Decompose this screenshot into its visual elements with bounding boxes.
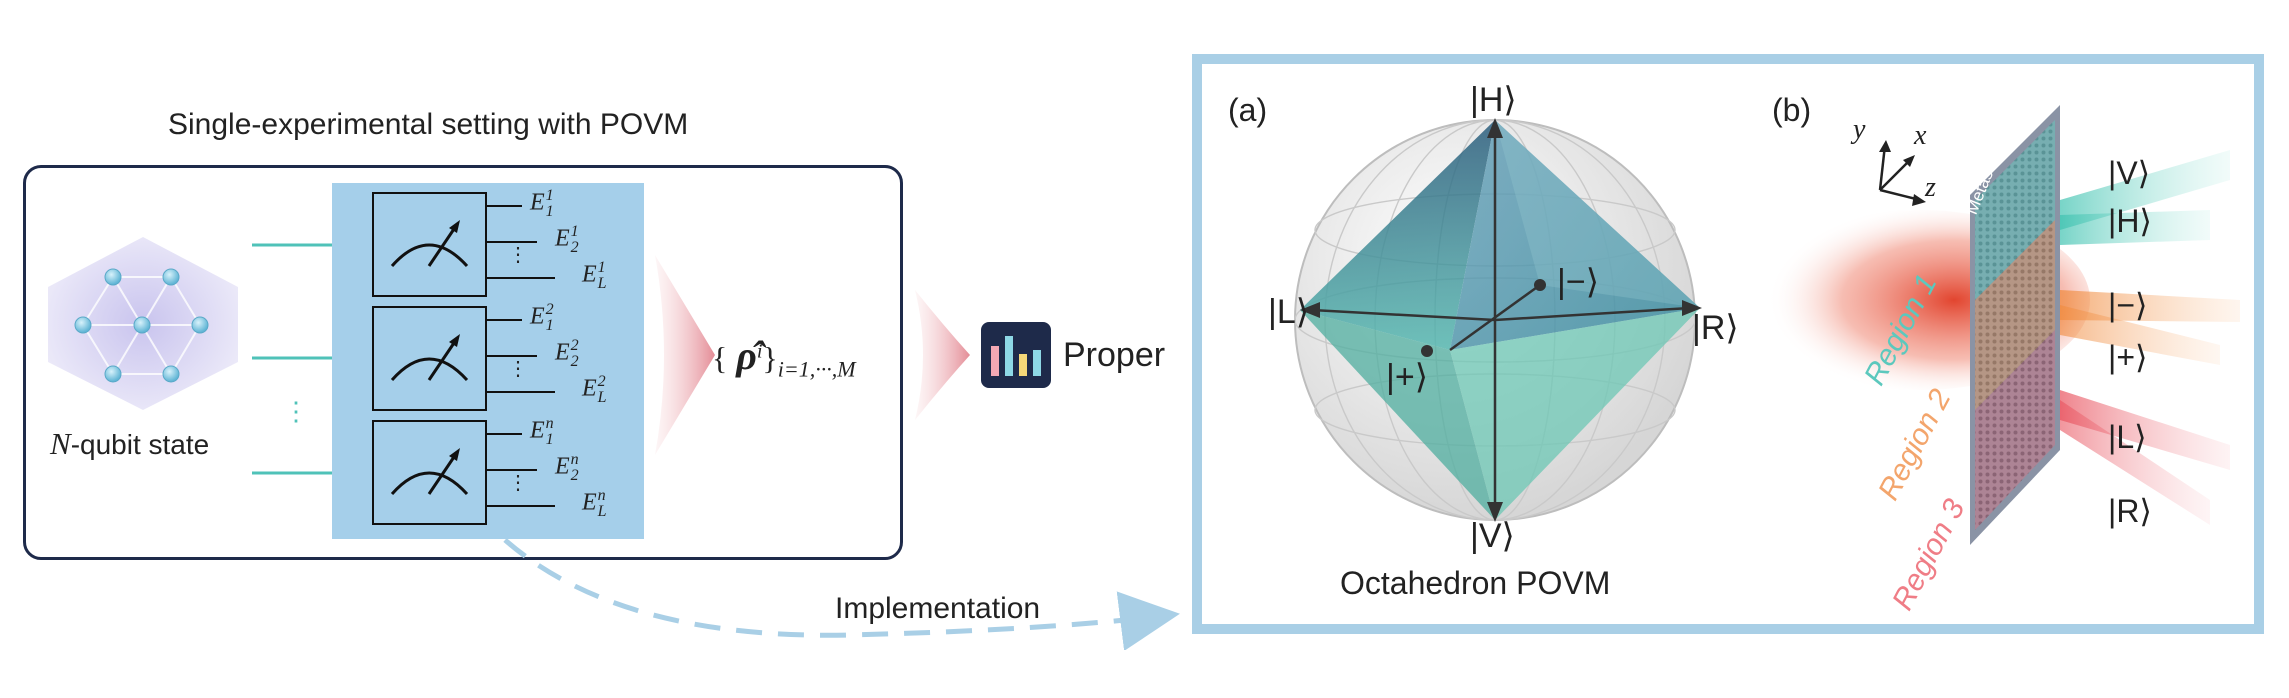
beam-plus: [2060, 305, 2220, 365]
meter-vdots: ⋮: [508, 472, 528, 494]
bar-chart-app-icon: [981, 322, 1051, 388]
arrowhead-r: [1682, 300, 1702, 316]
out-ket-v: |V⟩: [2108, 155, 2151, 191]
ket-minus: |−⟩: [1557, 263, 1599, 301]
right-panel-frame: [1192, 54, 2264, 634]
octahedron-face-1: [1300, 120, 1495, 350]
meter-gauge-icon: [390, 448, 469, 496]
meter-output-lines: [487, 433, 555, 507]
arrowhead-v: [1487, 502, 1503, 522]
axis-y-label: y: [1853, 114, 1866, 145]
experiment-box: [23, 165, 903, 560]
out-ket-r: |R⟩: [2108, 493, 2152, 529]
ket-l: |L⟩: [1268, 293, 1310, 331]
arrowhead-h: [1487, 118, 1503, 138]
panel-b-label: (b): [1772, 92, 1812, 128]
meter-output-lines: [487, 205, 555, 279]
octahedron-face-3: [1300, 310, 1495, 520]
meter-box: [372, 306, 487, 411]
result-close-brace: }: [762, 340, 778, 376]
implementation-label: Implementation: [835, 592, 1041, 625]
state-label-text: -qubit state: [70, 429, 210, 460]
axis-x-label: x: [1914, 120, 1927, 151]
octahedron-face-2: [1450, 120, 1700, 350]
octahedron-face-4: [1450, 308, 1700, 520]
beam-v: [2060, 150, 2230, 230]
flow-arrow-2: [915, 290, 970, 420]
result-sup: i: [756, 340, 763, 363]
result-rho: ρ̂: [736, 333, 757, 378]
state-label-var: N: [50, 426, 71, 461]
qubit-lattice-icon: [48, 237, 238, 410]
ket-h: |H⟩: [1470, 81, 1517, 119]
octahedron-face-5: [1495, 120, 1700, 308]
beam-h: [2060, 210, 2210, 245]
arrowhead-l: [1300, 302, 1320, 318]
app-icon-bar-3: [1019, 354, 1027, 376]
axis-r: [1494, 306, 1691, 322]
beam-r: [2060, 400, 2210, 525]
state-label: N-qubit state: [50, 426, 209, 462]
axis-x-line: [1879, 159, 1911, 191]
result-open-brace: {: [712, 340, 728, 376]
beam-l: [2060, 390, 2230, 470]
out-ket-h: |H⟩: [2108, 203, 2152, 239]
meter-vdots: ⋮: [508, 358, 528, 380]
meter-gauge-icon: [390, 220, 469, 268]
metasurface-tint-2: [1975, 220, 2055, 410]
meter-box: [372, 420, 487, 525]
axis-y-line: [1878, 144, 1887, 191]
out-ket-minus: |−⟩: [2108, 287, 2148, 323]
flow-arrow-1: [655, 255, 715, 455]
ket-r: |R⟩: [1692, 309, 1739, 347]
input-vdots: ⋮: [283, 396, 309, 426]
ket-plus: |+⟩: [1386, 358, 1428, 396]
result-set: { ρ̂i}i=1,···,M: [712, 332, 856, 382]
plus-point: [1421, 345, 1433, 357]
metasurface-diagram: [1760, 105, 2240, 545]
meter-gauge-icon: [390, 334, 469, 382]
out-ket-plus: |+⟩: [2108, 339, 2148, 375]
beam-minus: [2060, 290, 2240, 322]
bloch-sphere: [1294, 118, 1702, 522]
implementation-arrow: [503, 538, 1180, 650]
metasurface-pattern: [1975, 120, 2055, 530]
axis-l: [1311, 308, 1496, 322]
metasurface-tint-1: [1975, 120, 2055, 300]
app-icon-bar-2: [1005, 336, 1013, 376]
axis-x-arrowhead: [1903, 155, 1915, 167]
result-sub: i=1,···,M: [777, 356, 856, 382]
axis-z-arrowhead: [1912, 194, 1926, 206]
octahedron-caption: Octahedron POVM: [1340, 565, 1611, 601]
axis-y-arrowhead: [1879, 140, 1891, 152]
axis-minus: [1449, 283, 1541, 352]
meter-vdots: ⋮: [508, 244, 528, 266]
left-panel-title: Single-experimental setting with POVM: [168, 108, 689, 141]
ket-v: |V⟩: [1470, 517, 1515, 555]
app-icon-bar-1: [991, 346, 999, 376]
meter-box: [372, 192, 487, 297]
out-ket-l: |L⟩: [2108, 419, 2147, 455]
axis-z-label: z: [1925, 172, 1936, 203]
metasurface-tint-3: [1975, 330, 2055, 530]
app-icon-bar-4: [1033, 350, 1041, 376]
meter-output-lines: [487, 319, 555, 393]
app-label: Proper: [1063, 336, 1166, 374]
panel-a-label: (a): [1228, 92, 1268, 128]
minus-point: [1534, 279, 1546, 291]
